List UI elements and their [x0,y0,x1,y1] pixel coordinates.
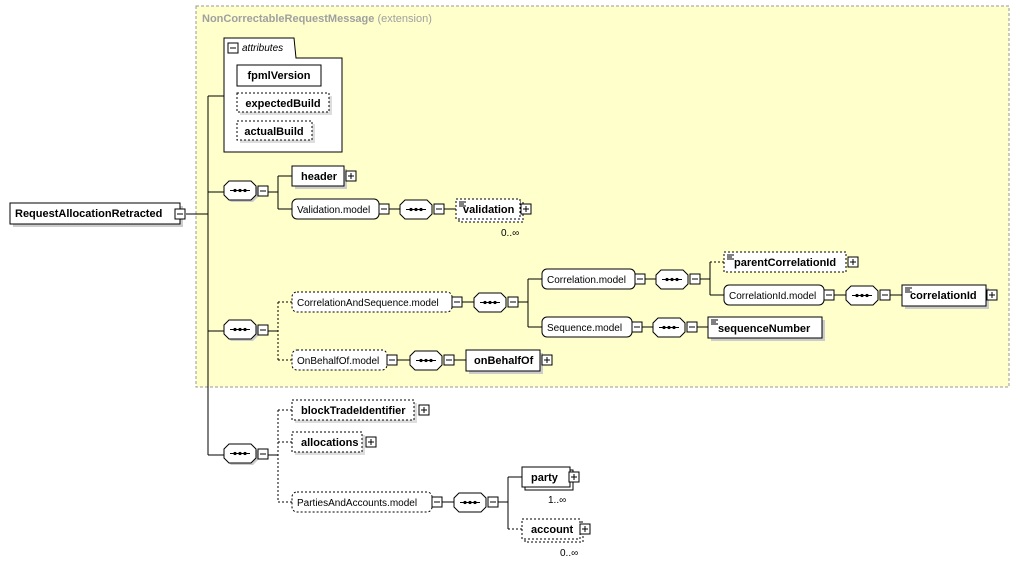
svg-text:PartiesAndAccounts.model: PartiesAndAccounts.model [297,498,417,509]
svg-text:validation: validation [463,204,515,216]
element-validation[interactable]: validation 0..∞ [455,198,532,239]
svg-text:actualBuild: actualBuild [244,126,303,138]
svg-text:RequestAllocationRetracted: RequestAllocationRetracted [15,208,162,220]
svg-text:account: account [531,524,574,536]
svg-text:fpmlVersion: fpmlVersion [248,70,311,82]
text-content-icon [459,201,466,207]
element-account[interactable]: account 0..∞ [521,518,591,559]
svg-text:sequenceNumber: sequenceNumber [718,323,811,335]
attribute-expectedbuild[interactable]: expectedBuild [236,92,332,115]
expand-icon [345,170,357,182]
svg-text:header: header [301,171,338,183]
group-correlation-model[interactable]: Correlation.model [541,268,646,290]
expand-icon [847,256,859,268]
sequence-compositor-on-behalf-of[interactable] [409,350,455,371]
svg-text:correlationId: correlationId [910,290,977,302]
group-on-behalf-of-model[interactable]: OnBehalfOf.model [291,349,398,371]
element-header[interactable]: header [291,165,357,189]
element-parent-correlation-id[interactable]: parentCorrelationId [723,251,859,273]
element-on-behalf-of[interactable]: onBehalfOf [465,349,553,374]
cardinality: 1..∞ [548,495,566,506]
attributes-title: attributes [242,43,283,54]
svg-text:party: party [531,472,559,484]
group-validation-model[interactable]: Validation.model [291,198,390,220]
group-correlation-and-sequence-model[interactable]: CorrelationAndSequence.model [291,291,463,313]
sequence-compositor-1[interactable] [223,180,269,202]
sequence-compositor-2[interactable] [223,319,269,341]
sequence-compositor-correlation[interactable] [655,269,701,290]
element-correlation-id[interactable]: correlationId [901,284,998,309]
element-allocations[interactable]: allocations [291,431,377,455]
svg-text:Sequence.model: Sequence.model [547,323,622,334]
svg-text:OnBehalfOf.model: OnBehalfOf.model [297,356,379,367]
root-element[interactable]: RequestAllocationRetracted [9,202,186,227]
cardinality: 0..∞ [501,228,519,239]
attributes-panel: attributes fpmlVersion expectedBuild act… [223,37,343,153]
group-sequence-model[interactable]: Sequence.model [541,316,643,338]
text-content-icon [727,254,734,260]
expand-icon [365,436,377,448]
svg-text:CorrelationAndSequence.model: CorrelationAndSequence.model [297,298,439,309]
sequence-compositor-sequence[interactable] [652,317,698,338]
sequence-compositor-3[interactable] [223,443,269,465]
sequence-compositor-validation[interactable] [399,199,445,220]
expand-icon [986,289,998,301]
svg-text:parentCorrelationId: parentCorrelationId [734,257,836,269]
cardinality: 0..∞ [560,548,578,559]
expand-icon [418,404,430,416]
group-parties-and-accounts-model[interactable]: PartiesAndAccounts.model [291,491,443,513]
expand-icon [568,471,580,483]
collapse-icon[interactable] [174,208,186,220]
group-correlation-id-model[interactable]: CorrelationId.model [723,284,835,306]
text-content-icon [905,287,912,293]
svg-text:Validation.model: Validation.model [297,205,370,216]
sequence-compositor-correlation-id[interactable] [845,285,891,306]
svg-text:Correlation.model: Correlation.model [547,275,626,286]
expand-icon [579,523,591,535]
svg-text:expectedBuild: expectedBuild [245,98,320,110]
connector-lines [186,95,902,530]
element-block-trade-identifier[interactable]: blockTradeIdentifier [291,399,430,423]
svg-text:blockTradeIdentifier: blockTradeIdentifier [301,405,406,417]
attribute-actualbuild[interactable]: actualBuild [236,120,315,143]
extension-title: NonCorrectableRequestMessage (extension) [202,13,432,25]
expand-icon [520,203,532,215]
element-sequence-number[interactable]: sequenceNumber [707,316,825,341]
svg-text:CorrelationId.model: CorrelationId.model [729,291,816,302]
expand-icon [541,354,553,366]
sequence-compositor-parties-accounts[interactable] [453,492,499,513]
attributes-collapse-icon[interactable] [227,42,239,54]
sequence-compositor-corr-seq[interactable] [473,292,519,313]
text-content-icon [711,319,718,325]
svg-text:allocations: allocations [301,437,358,449]
svg-text:onBehalfOf: onBehalfOf [474,355,534,367]
attribute-fpmlversion[interactable]: fpmlVersion [236,64,322,87]
element-party[interactable]: party 1..∞ [521,466,580,506]
